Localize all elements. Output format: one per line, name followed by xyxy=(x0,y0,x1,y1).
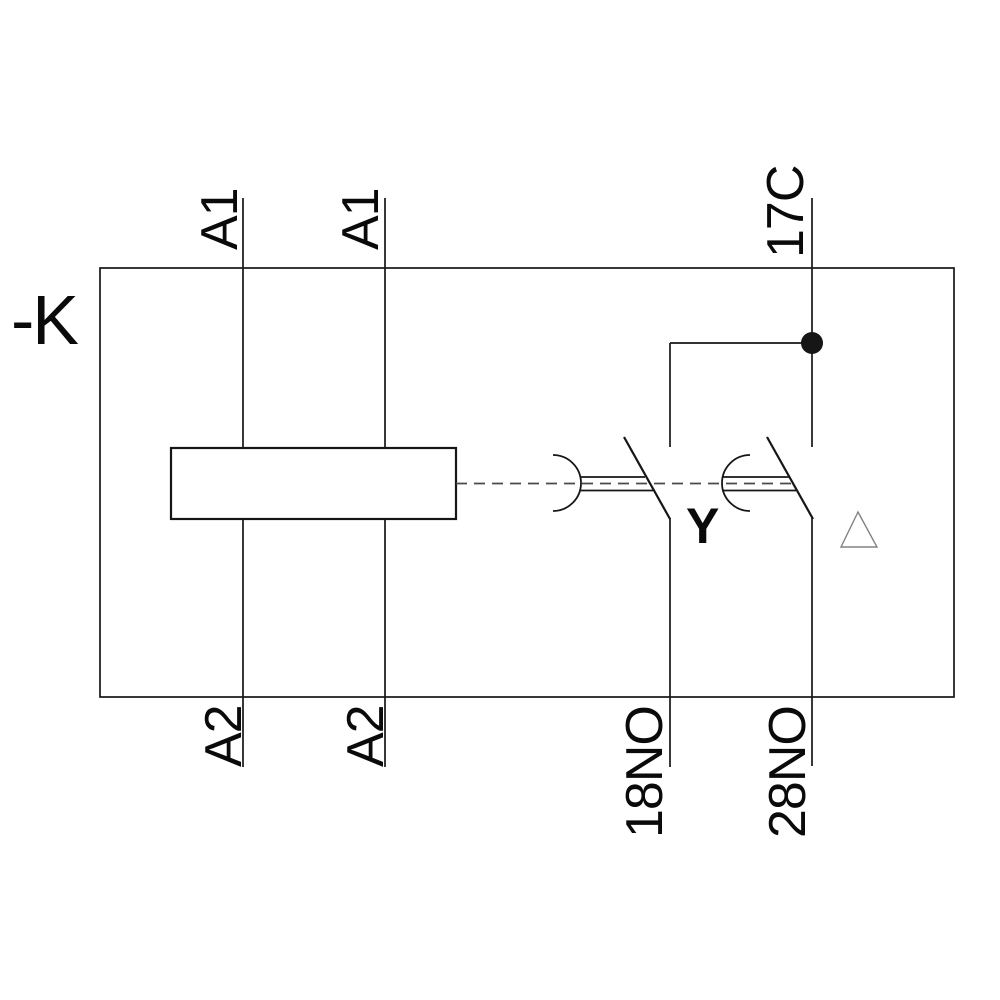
star-point-label: Y xyxy=(686,498,719,554)
contact1-blade xyxy=(623,436,671,520)
terminal-label-a2-right: A2 xyxy=(337,705,395,767)
terminal-label-a1-left: A1 xyxy=(191,188,249,250)
coil-box xyxy=(169,446,458,521)
contact2-blade xyxy=(766,436,814,520)
terminal-label-a1-right: A1 xyxy=(332,188,390,250)
contact1-actuator xyxy=(552,454,653,512)
contact2-actuator xyxy=(721,454,796,512)
wire-group xyxy=(242,198,813,767)
actuator-arc-1-icon xyxy=(552,454,582,512)
terminal-label-28no: 28NO xyxy=(759,706,817,838)
device-label: -K xyxy=(11,281,78,359)
terminal-label-17c: 17C xyxy=(757,166,815,258)
actuator-arc-2-icon xyxy=(721,454,751,512)
delta-triangle-icon xyxy=(839,510,879,548)
junction-dot xyxy=(801,332,823,354)
terminal-label-a2-left: A2 xyxy=(195,705,253,767)
device-outline-box xyxy=(99,267,955,698)
terminal-label-18no: 18NO xyxy=(616,706,674,838)
